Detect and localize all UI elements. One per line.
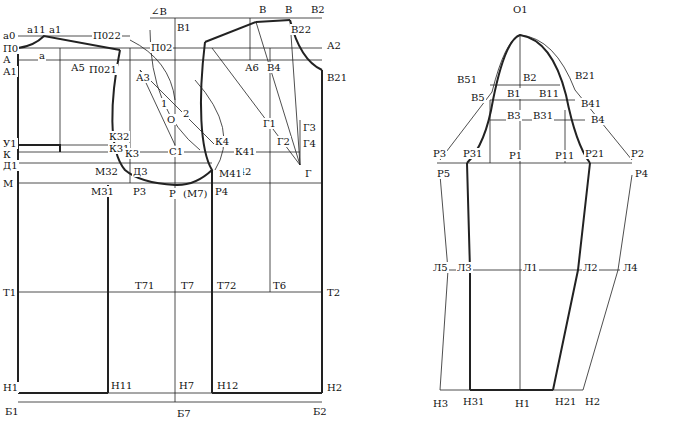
point-label: Р11 <box>554 150 575 161</box>
point-label: В11 <box>538 88 560 99</box>
pattern-outline <box>18 20 322 393</box>
point-label: Д1 <box>2 160 19 171</box>
point-label: М41 <box>218 168 243 179</box>
point-label: Б7 <box>176 408 192 419</box>
point-label: К <box>2 149 12 160</box>
point-label: Р <box>168 188 177 199</box>
point-label: Р2 <box>630 148 645 159</box>
point-label: Л4 <box>622 262 639 273</box>
point-label: В4 <box>266 62 282 73</box>
point-label: В31 <box>532 110 554 121</box>
construction-lines <box>18 18 322 402</box>
point-label: К41 <box>234 146 256 157</box>
point-label: А2 <box>326 40 342 51</box>
point-label: М31 <box>90 186 115 197</box>
point-label: Д3 <box>132 166 149 177</box>
point-label: Н12 <box>216 380 239 391</box>
point-label: Р4 <box>214 186 229 197</box>
point-label: П0 <box>2 43 19 54</box>
point-label: Л2 <box>582 262 599 273</box>
point-label: Р3 <box>432 148 447 159</box>
point-label: А1 <box>2 66 18 77</box>
point-label: а0 <box>2 30 16 41</box>
point-label: Л3 <box>456 262 473 273</box>
point-label: Т1 <box>2 287 17 298</box>
point-label: 2 <box>182 108 190 119</box>
point-label: Г3 <box>302 122 317 133</box>
point-label: В21 <box>574 70 596 81</box>
point-label: Н1 <box>2 382 19 393</box>
sleeve-outline <box>467 35 590 390</box>
point-label: ∠В <box>150 6 168 17</box>
point-label: Н2 <box>326 382 343 393</box>
point-label: Н7 <box>178 380 195 391</box>
point-label: Н3 <box>432 398 449 409</box>
point-label: В <box>284 4 293 15</box>
point-label: Л1 <box>522 262 539 273</box>
point-label: А <box>2 54 12 65</box>
point-label: а11 <box>26 24 47 35</box>
point-label: Н11 <box>110 380 133 391</box>
point-label: А3 <box>135 72 151 83</box>
point-label: А5 <box>70 62 86 73</box>
point-label: К32 <box>108 131 130 142</box>
point-label: Г <box>304 168 313 179</box>
point-label: Р5 <box>436 168 451 179</box>
point-label: Т71 <box>134 280 155 291</box>
point-label: П02 <box>150 42 173 53</box>
point-label: 1 <box>160 98 168 109</box>
point-label: Р1 <box>508 150 523 161</box>
point-label: Т7 <box>180 280 195 291</box>
point-label: П021 <box>88 64 118 75</box>
point-label: Н31 <box>462 396 485 407</box>
point-label: В51 <box>456 74 478 85</box>
point-label: (М7) <box>182 188 208 199</box>
point-label: В22 <box>290 24 312 35</box>
point-label: В21 <box>326 72 348 83</box>
point-label: Р3 <box>132 186 147 197</box>
point-label: К3 <box>124 148 140 159</box>
point-label: Г4 <box>302 138 317 149</box>
point-label: В4 <box>590 114 606 125</box>
point-label: О <box>166 114 176 125</box>
point-label: Л5 <box>432 262 449 273</box>
point-label: В1 <box>506 88 522 99</box>
point-label: Т2 <box>326 287 341 298</box>
point-label: Р21 <box>584 148 605 159</box>
point-label: У1 <box>2 138 18 149</box>
point-label: Г1 <box>262 118 277 129</box>
point-label: В3 <box>506 110 522 121</box>
point-label: Р31 <box>462 148 483 159</box>
point-label: В1 <box>176 22 192 33</box>
point-label: А6 <box>244 62 260 73</box>
point-label: В2 <box>310 4 326 15</box>
point-label: В2 <box>522 72 538 83</box>
point-label: Н1 <box>514 398 531 409</box>
point-label: В5 <box>470 92 486 103</box>
point-label: П022 <box>92 30 122 41</box>
point-label: Б1 <box>4 406 20 417</box>
point-label: М32 <box>94 166 119 177</box>
point-label: Т6 <box>272 280 287 291</box>
point-label: Н2 <box>584 396 601 407</box>
point-label: а <box>38 50 46 61</box>
point-label: В <box>258 4 267 15</box>
point-label: С1 <box>168 146 184 157</box>
point-label: Т72 <box>216 280 237 291</box>
point-label: Н21 <box>554 396 577 407</box>
point-label: О1 <box>512 4 529 15</box>
point-label: Р4 <box>634 168 649 179</box>
point-label: В41 <box>580 98 602 109</box>
point-label: К4 <box>214 136 230 147</box>
sleeve-construction <box>437 35 632 390</box>
point-label: Г2 <box>276 136 291 147</box>
point-label: М <box>2 178 14 189</box>
point-label: Б2 <box>312 406 328 417</box>
point-label: а1 <box>48 24 62 35</box>
